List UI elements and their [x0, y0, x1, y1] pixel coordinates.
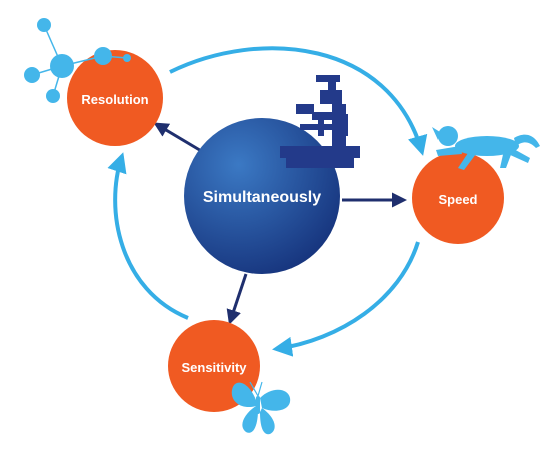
molecule-icon	[24, 18, 131, 103]
arc-sensitivity-to-resolution	[107, 152, 189, 320]
arc-resolution-to-speed	[169, 46, 428, 156]
speed-circle	[412, 152, 504, 244]
node-speed: Speed	[412, 152, 504, 244]
butterfly-icon	[231, 381, 291, 435]
arrow-center-to-sensitivity	[226, 273, 248, 325]
cheetah-icon	[432, 126, 540, 170]
speed-label: Speed	[438, 192, 477, 207]
arrow-center-to-resolution	[153, 122, 204, 154]
cycle-arcs	[107, 46, 428, 357]
node-resolution: Resolution	[67, 50, 163, 146]
resolution-circle	[67, 50, 163, 146]
center-node: Simultaneously	[184, 118, 340, 274]
arc-speed-to-sensitivity	[272, 241, 420, 357]
sensitivity-label: Sensitivity	[181, 360, 247, 375]
resolution-label: Resolution	[81, 92, 148, 107]
microscope-icon	[280, 75, 360, 168]
center-arrows	[153, 122, 407, 325]
center-label: Simultaneously	[203, 189, 321, 206]
